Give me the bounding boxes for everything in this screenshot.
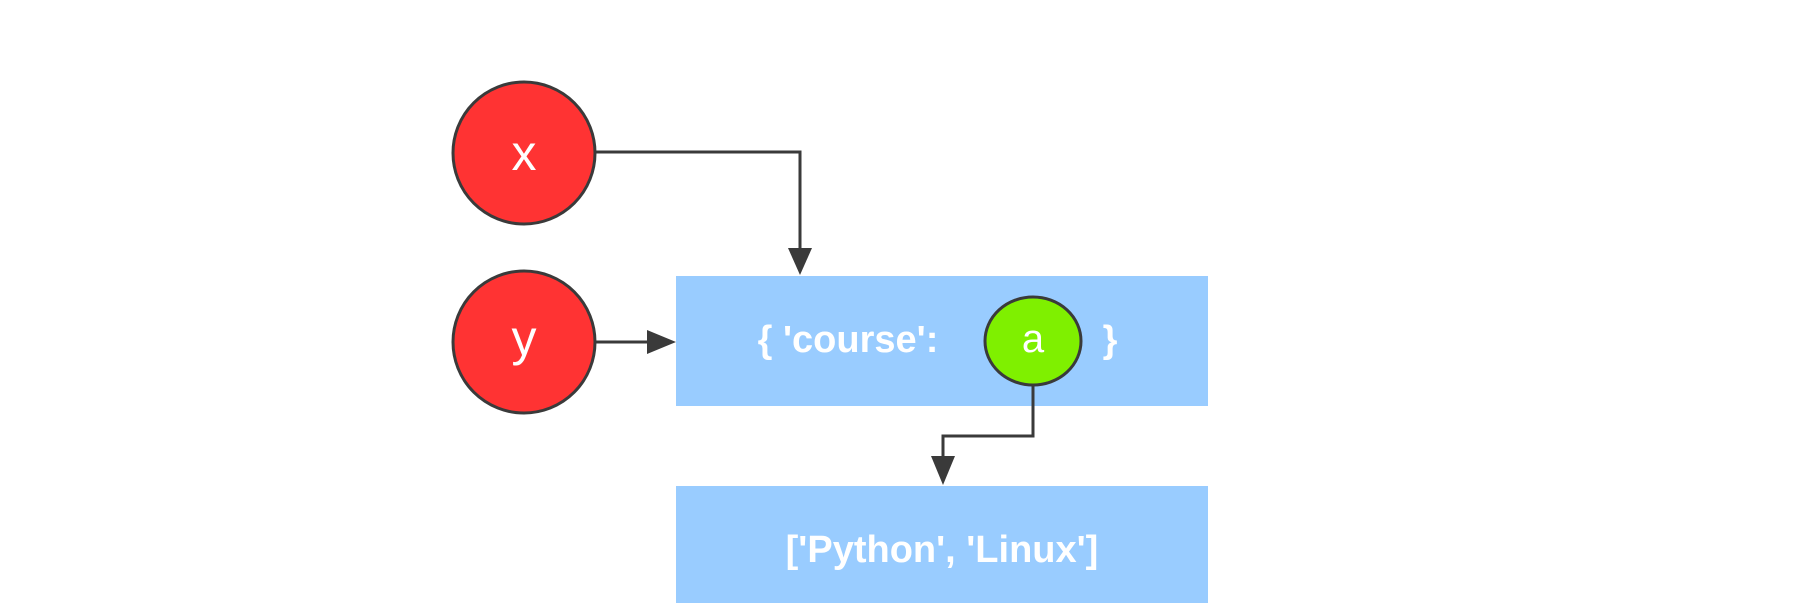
connector-x-to-dict bbox=[593, 150, 812, 275]
list-box-text: ['Python', 'Linux'] bbox=[786, 529, 1099, 571]
dict-box bbox=[676, 276, 1208, 406]
node-y-circle bbox=[451, 269, 597, 415]
node-x-label: x bbox=[512, 125, 537, 181]
list-box bbox=[676, 486, 1208, 603]
connector-a-to-list bbox=[931, 384, 1035, 485]
dict-box-prefix: { 'course': bbox=[758, 319, 939, 361]
node-a-label: a bbox=[1022, 317, 1045, 361]
connector-y-to-dict bbox=[593, 330, 676, 354]
node-y: y bbox=[451, 269, 597, 415]
node-x-circle bbox=[451, 80, 597, 226]
node-y-label: y bbox=[512, 310, 537, 366]
node-a-circle bbox=[983, 295, 1083, 387]
node-a: a bbox=[983, 295, 1083, 387]
node-x: x bbox=[451, 80, 597, 226]
dict-box-suffix: } bbox=[1103, 319, 1118, 361]
